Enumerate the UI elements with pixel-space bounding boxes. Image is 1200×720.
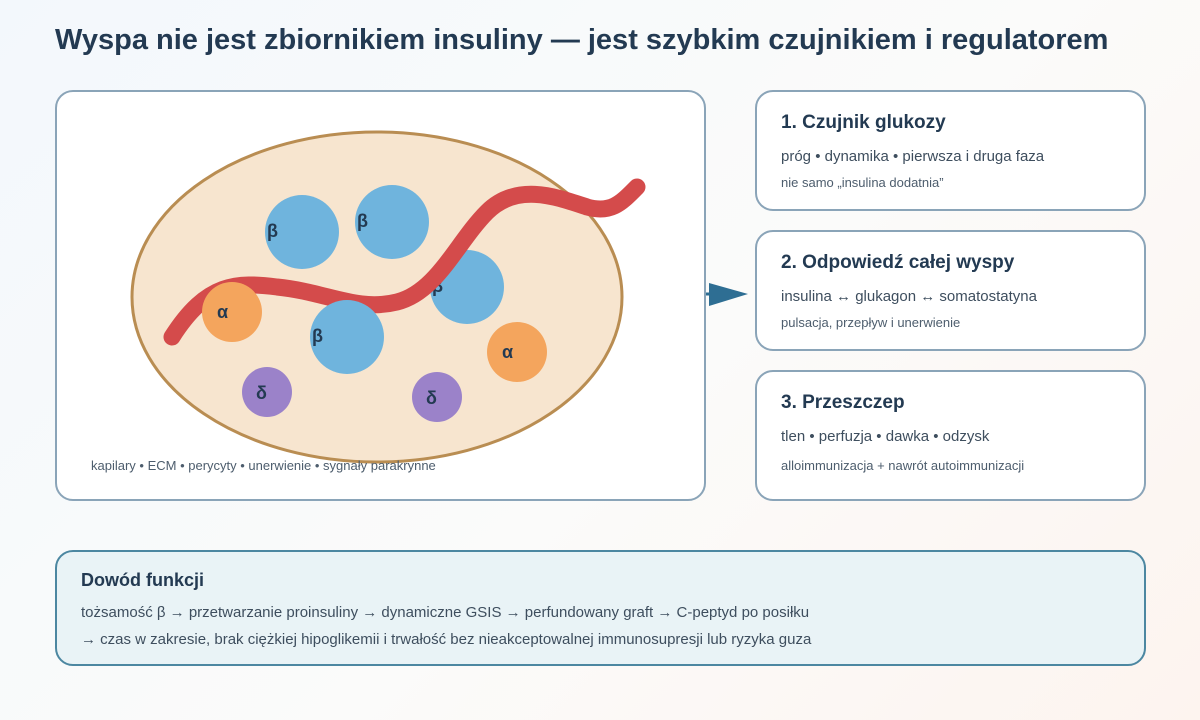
alpha-cell-body [487, 322, 547, 382]
capillary-vessel [163, 178, 646, 346]
proof-line-1: tożsamość β → przetwarzanie proinsuliny … [81, 604, 810, 621]
card-line: tlen • perfuzja • dawka • odzysk [781, 428, 990, 445]
card-title: 3. Przeszczep [781, 392, 905, 413]
beta-cell: β [310, 300, 384, 374]
card-title: 1. Czujnik glukozy [781, 112, 946, 133]
beta-cell-label: β [357, 211, 368, 231]
page-title: Wyspa nie jest zbiornikiem insuliny — je… [55, 24, 1109, 56]
beta-cell: β [265, 195, 339, 269]
delta-cell-body [412, 372, 462, 422]
beta-cell-label: β [267, 221, 278, 241]
card-line: insulina ↔ glukagon ↔ somatostatyna [781, 288, 1037, 305]
delta-cell-label: δ [256, 383, 267, 403]
alpha-cell-body [202, 282, 262, 342]
beta-cell-body [355, 185, 429, 259]
proof-line-2: → czas w zakresie, brak ciężkiej hipogli… [81, 631, 812, 648]
card-subtext: nie samo „insulina dodatnia” [781, 175, 944, 190]
beta-cell-body [265, 195, 339, 269]
beta-cell: β [355, 185, 429, 259]
alpha-cell-label: α [217, 302, 228, 322]
card-subtext: alloimmunizacja + nawrót autoimmunizacji [781, 458, 1025, 473]
card-subtext: pulsacja, przepływ i unerwienie [781, 315, 961, 330]
delta-cell-label: δ [426, 388, 437, 408]
islet-caption: kapilary • ECM • perycyty • unerwienie •… [91, 458, 436, 473]
alpha-cell-label: α [502, 342, 513, 362]
delta-cell-body [242, 367, 292, 417]
function-proof-box: Dowód funkcji tożsamość β → przetwarzani… [55, 550, 1146, 666]
alpha-cell: α [202, 282, 262, 342]
card-line: próg • dynamika • pierwsza i druga faza [781, 148, 1045, 165]
proof-title: Dowód funkcji [81, 570, 204, 590]
delta-cell: δ [242, 367, 292, 417]
delta-cell: δ [412, 372, 462, 422]
beta-cell-label: β [312, 326, 323, 346]
card-title: 2. Odpowiedź całej wyspy [781, 252, 1015, 273]
card-whole-islet-response: 2. Odpowiedź całej wyspy insulina ↔ gluk… [755, 230, 1146, 351]
beta-cell-body [310, 300, 384, 374]
alpha-cell: α [487, 322, 547, 382]
card-transplant: 3. Przeszczep tlen • perfuzja • dawka • … [755, 370, 1146, 501]
card-glucose-sensor: 1. Czujnik glukozy próg • dynamika • pie… [755, 90, 1146, 211]
arrow-icon [706, 283, 748, 306]
